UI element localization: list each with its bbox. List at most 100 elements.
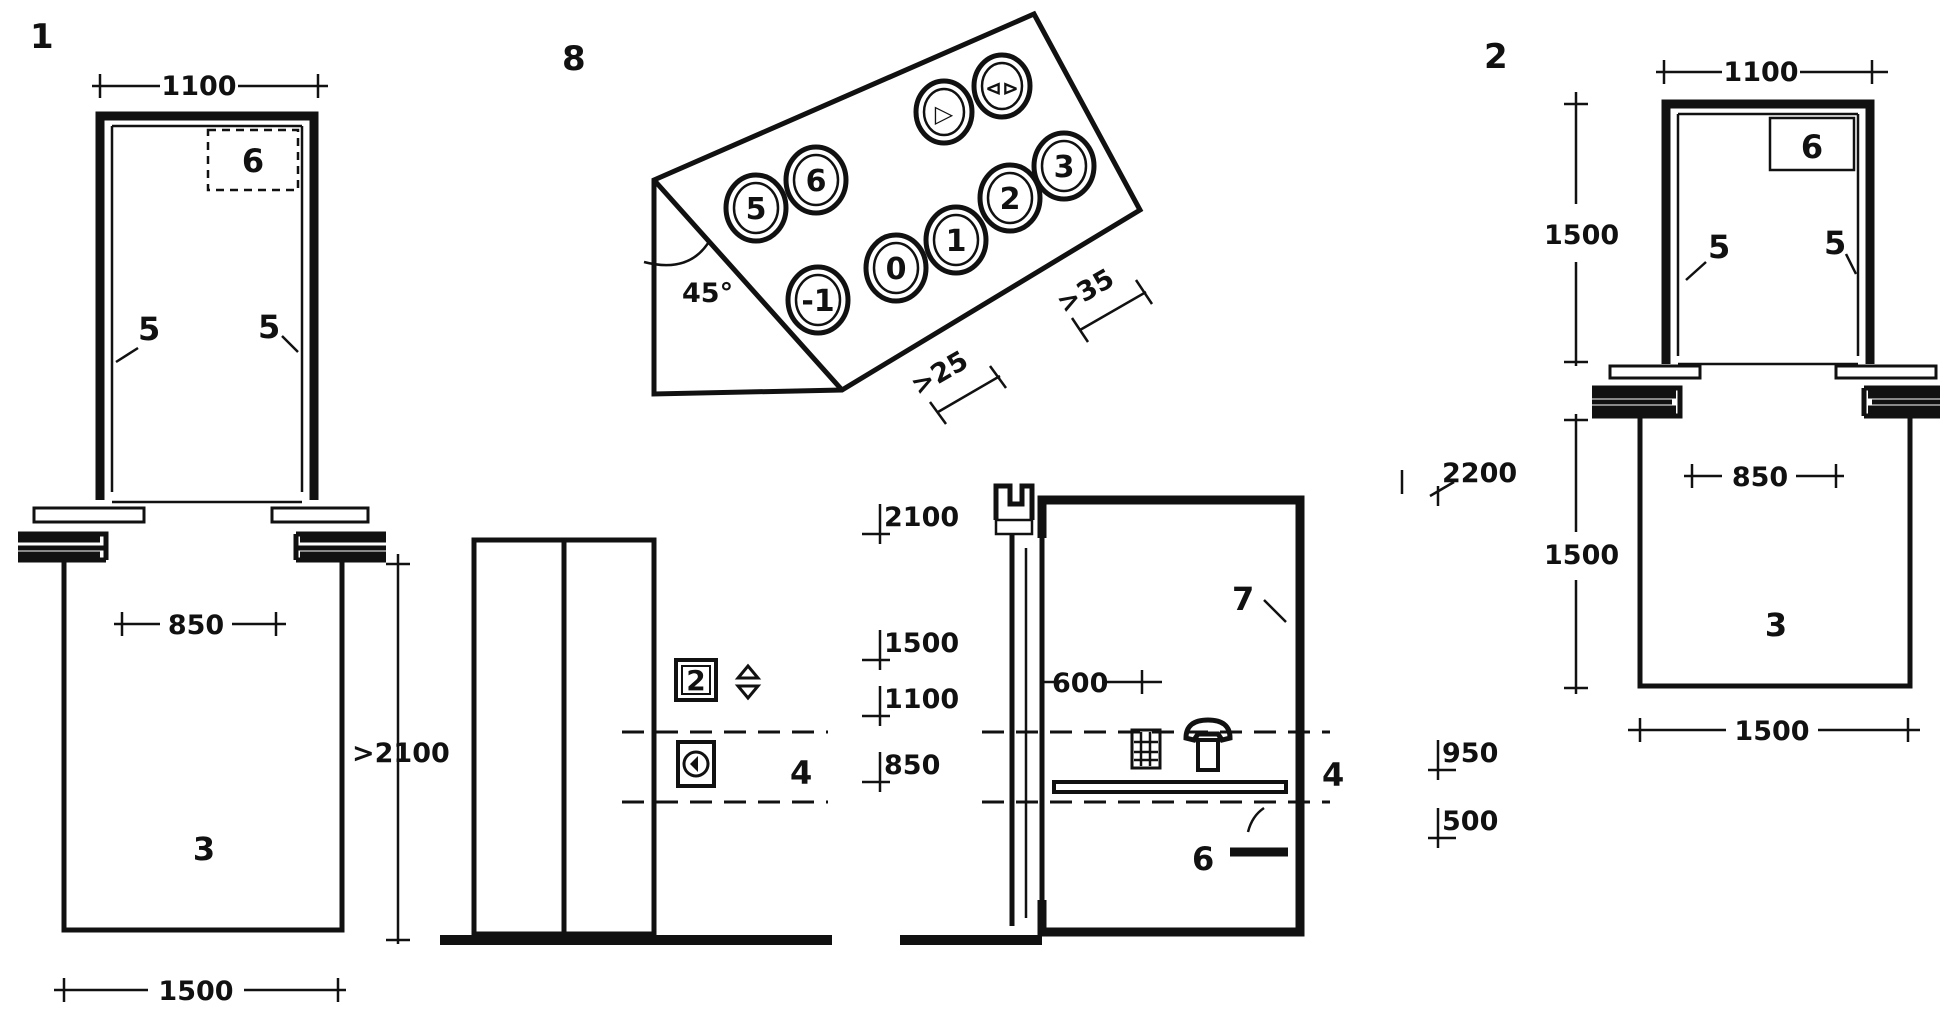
label-5-rail-right: 5 <box>258 308 280 346</box>
depth-dimension: >2100 <box>352 554 450 944</box>
cabin-walls <box>95 111 319 500</box>
svg-text:⊲⊳: ⊲⊳ <box>985 76 1019 100</box>
panel-buttons: 5 6 -1 0 1 2 3 <box>723 52 1097 336</box>
level-mark-1500: 1500 <box>862 628 959 670</box>
label-6-panel-2: 6 <box>1801 128 1823 166</box>
figure-number-8: 8 <box>562 39 586 79</box>
label-3-area: 3 <box>193 830 215 868</box>
label-7-mirror: 7 <box>1232 580 1254 618</box>
door-width-label: 850 <box>168 610 224 641</box>
svg-text:500: 500 <box>1442 806 1498 837</box>
panel-button-1: 1 <box>923 204 989 276</box>
cabin-width-dimension-2: 1100 <box>1656 57 1888 88</box>
figure-number-2: 2 <box>1484 37 1508 77</box>
cabin-depth-dimension-2: 1500 <box>1544 92 1619 366</box>
cabin-section: 600 7 4 6 <box>900 483 1344 945</box>
level-mark-2100: 2100 <box>862 502 959 544</box>
label-5-rail-left-2: 5 <box>1708 228 1730 266</box>
svg-text:950: 950 <box>1442 738 1498 769</box>
front-elevation: 2 4 2100 1500 1100 <box>440 502 959 945</box>
area-depth-label-2: 1500 <box>1544 540 1619 571</box>
label-4-zone-left: 4 <box>790 754 812 792</box>
door-width-dimension-2: 850 <box>1684 462 1844 493</box>
call-button <box>676 740 716 788</box>
cabin-walls-2 <box>1661 99 1875 364</box>
width-label-2: 1500 <box>1734 716 1809 747</box>
width-dimension: 1500 <box>54 976 346 1007</box>
angle-arc <box>643 239 712 267</box>
call-arrow-icon <box>690 756 698 772</box>
label-5-rail-left: 5 <box>138 310 160 348</box>
control-panel-outline <box>206 128 300 192</box>
button-size-label: >35 <box>1052 263 1120 320</box>
control-panel-outline-2 <box>1768 116 1856 172</box>
svg-text:1500: 1500 <box>884 628 959 659</box>
handrail-offset-dimension: 600 <box>1040 668 1162 699</box>
door-width-dimension: 850 <box>114 610 286 641</box>
panel-button-minus1: -1 <box>785 264 851 336</box>
svg-text:-1: -1 <box>801 284 834 319</box>
level-mark-2200: 2200 <box>1400 458 1517 506</box>
svg-text:1100: 1100 <box>884 684 959 715</box>
up-arrow-icon <box>734 663 762 680</box>
intercom-phone-icon <box>1183 717 1233 772</box>
cabin-width-label-2: 1100 <box>1723 57 1798 88</box>
panel-button-alarm: ▷ <box>913 78 975 146</box>
svg-text:1: 1 <box>946 224 967 259</box>
door-width-label-2: 850 <box>1732 462 1788 493</box>
keypad-icon <box>1130 728 1162 770</box>
floor-indicator: 2 <box>674 658 762 702</box>
depth-label: >2100 <box>352 738 450 769</box>
door-frame <box>18 506 386 563</box>
svg-text:5: 5 <box>746 192 767 227</box>
panel-button-0: 0 <box>863 232 929 304</box>
button-spacing-dimension: >25 <box>906 345 1008 425</box>
level-mark-950: 950 <box>1428 738 1498 780</box>
mirror-leader-line <box>1263 599 1287 623</box>
cabin-width-dimension: 1100 <box>92 71 328 102</box>
approach-area-outline-2 <box>1637 416 1913 689</box>
panel-button-doors: ⊲⊳ <box>971 52 1033 120</box>
panel-edge <box>652 178 844 392</box>
svg-text:6: 6 <box>806 164 827 199</box>
svg-text:0: 0 <box>886 252 907 287</box>
cabin-width-label: 1100 <box>161 71 236 102</box>
label-3-area-2: 3 <box>1765 606 1787 644</box>
svg-text:2100: 2100 <box>884 502 959 533</box>
level-mark-500: 500 <box>1428 806 1498 848</box>
panel-figure-8: 8 45° 5 6 -1 0 1 <box>562 10 1154 425</box>
down-arrow-icon <box>734 684 762 701</box>
svg-text:2200: 2200 <box>1442 458 1517 489</box>
panel-button-6: 6 <box>783 144 849 216</box>
label-6-panel: 6 <box>242 142 264 180</box>
door-head-block <box>994 518 1034 536</box>
door-frame-2 <box>1592 364 1940 419</box>
panel-button-2: 2 <box>977 162 1043 234</box>
angle-label: 45° <box>682 278 733 309</box>
width-label: 1500 <box>158 976 233 1007</box>
cabin-section-walls <box>1037 495 1305 937</box>
panel-leader-line <box>1246 806 1265 833</box>
svg-text:3: 3 <box>1054 150 1075 185</box>
cabin-depth-label-2: 1500 <box>1544 220 1619 251</box>
handrail <box>1052 780 1288 794</box>
approach-area-outline <box>61 560 345 933</box>
panel-button-5: 5 <box>723 172 789 244</box>
svg-text:2: 2 <box>1000 182 1021 217</box>
width-dimension-2: 1500 <box>1628 716 1920 747</box>
plan-figure-1: 1 1100 6 5 5 <box>18 17 450 1007</box>
level-mark-850: 850 <box>862 750 940 792</box>
button-spacing-label: >25 <box>906 345 974 402</box>
button-size-dimension: >35 <box>1052 263 1154 343</box>
svg-text:850: 850 <box>884 750 940 781</box>
label-4-zone-right: 4 <box>1322 756 1344 794</box>
area-depth-dimension-2: 1500 <box>1544 414 1619 694</box>
door-head <box>993 483 1035 520</box>
level-mark-1100: 1100 <box>862 684 959 726</box>
floor-indicator-number: 2 <box>686 664 705 697</box>
figure-number-1: 1 <box>30 17 54 57</box>
panel-button-3: 3 <box>1031 130 1097 202</box>
panel-outline <box>651 10 1144 397</box>
label-5-rail-right-2: 5 <box>1824 224 1846 262</box>
